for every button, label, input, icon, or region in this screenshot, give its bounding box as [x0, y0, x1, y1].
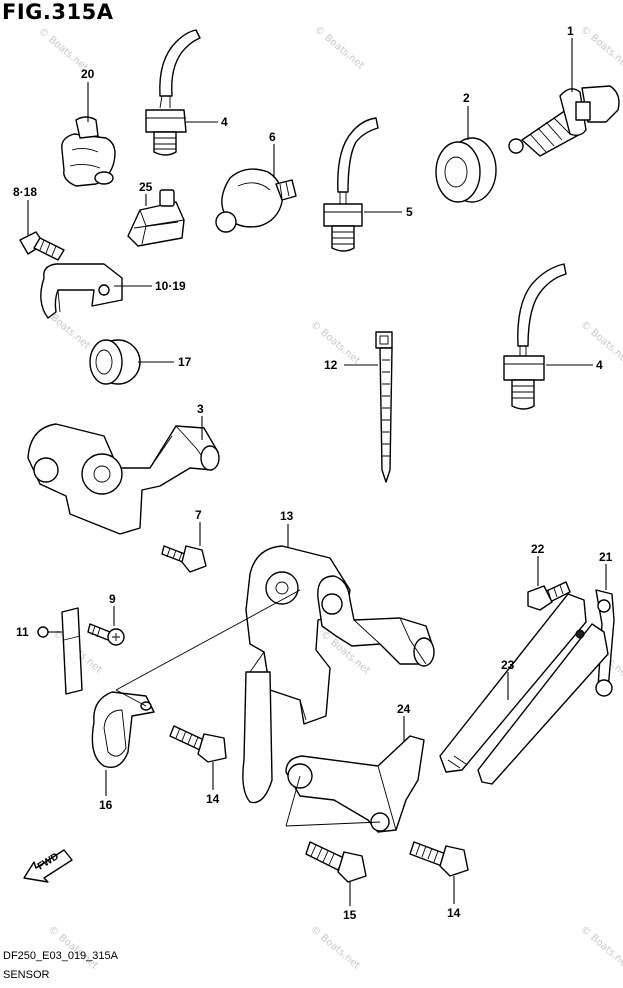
callout-11: 11 — [16, 625, 29, 639]
part-14-bolt-left-icon — [169, 725, 227, 763]
callout-5: 5 — [406, 205, 413, 219]
callout-25: 25 — [139, 180, 153, 194]
watermark: © Boats.net — [308, 924, 362, 972]
part-1-sensor-icon — [508, 85, 620, 157]
reference-lines — [115, 589, 381, 827]
part-11-washer-icon — [37, 626, 49, 638]
callout-4-right: 4 — [596, 358, 603, 372]
figure-title: FIG.315A — [2, 0, 114, 24]
callout-12: 12 — [324, 358, 338, 372]
callout-13: 13 — [280, 509, 294, 523]
callout-10-19: 10·19 — [155, 279, 186, 293]
part-8-18-bolt-icon — [19, 231, 65, 261]
callout-3: 3 — [197, 402, 204, 416]
fwd-arrow-icon: FWD — [23, 849, 73, 883]
watermark: © Boats.net — [312, 24, 366, 72]
leader-lines — [27, 38, 607, 906]
callout-17: 17 — [178, 355, 192, 369]
callout-6: 6 — [269, 130, 276, 144]
callout-2: 2 — [463, 91, 470, 105]
part-16-clamp-icon — [91, 691, 155, 769]
callout-9: 9 — [109, 592, 116, 606]
figure-subtitle: SENSOR — [3, 969, 50, 981]
part-12-cable-tie-icon — [375, 331, 393, 483]
part-25-sensor-icon — [127, 189, 185, 247]
part-17-grommet-icon — [89, 339, 141, 385]
part-6-knock-sensor-icon — [215, 168, 297, 233]
part-2-grommet-icon — [435, 137, 497, 203]
callout-14-left: 14 — [206, 792, 220, 806]
callout-15: 15 — [343, 908, 357, 922]
part-23-bracket-icon — [439, 593, 609, 785]
part-10-19-clamp-icon — [40, 263, 123, 319]
callout-22: 22 — [531, 542, 545, 556]
part-22-bolt-icon — [527, 581, 571, 611]
callout-labels: 1 2 3 4 4 5 6 7 8·18 9 10·19 11 12 13 14… — [13, 24, 613, 922]
figure-code: DF250_E03_019_315A — [3, 950, 118, 962]
part-20-clip-icon — [61, 116, 116, 187]
callout-14-right: 14 — [447, 906, 461, 920]
callout-7: 7 — [195, 508, 202, 522]
watermark: © Boats.net — [46, 924, 100, 972]
callout-24: 24 — [397, 702, 411, 716]
part-5-sensor-icon — [323, 117, 379, 252]
callout-4-top: 4 — [221, 115, 228, 129]
part-13-sensor-assembly-icon — [242, 545, 435, 804]
callout-23: 23 — [501, 658, 515, 672]
callout-16: 16 — [99, 798, 113, 812]
part-15-bolt-icon — [305, 841, 367, 883]
callout-1: 1 — [567, 24, 574, 38]
part-4-top-sensor-icon — [145, 29, 201, 156]
part-9-screw-icon — [87, 623, 125, 646]
callout-8-18: 8·18 — [13, 185, 37, 199]
part-4-right-sensor-icon — [503, 263, 567, 410]
callout-21: 21 — [599, 550, 613, 564]
part-11-bracket-icon — [61, 607, 83, 695]
part-3-sensor-bracket-icon — [27, 423, 220, 535]
callout-20: 20 — [81, 67, 95, 81]
part-24-bracket-icon — [285, 735, 425, 833]
part-14-bolt-right-icon — [409, 841, 469, 877]
watermark: © Boats.net — [578, 24, 623, 72]
watermark: © Boats.net — [578, 924, 623, 972]
part-7-bolt-icon — [161, 545, 207, 573]
